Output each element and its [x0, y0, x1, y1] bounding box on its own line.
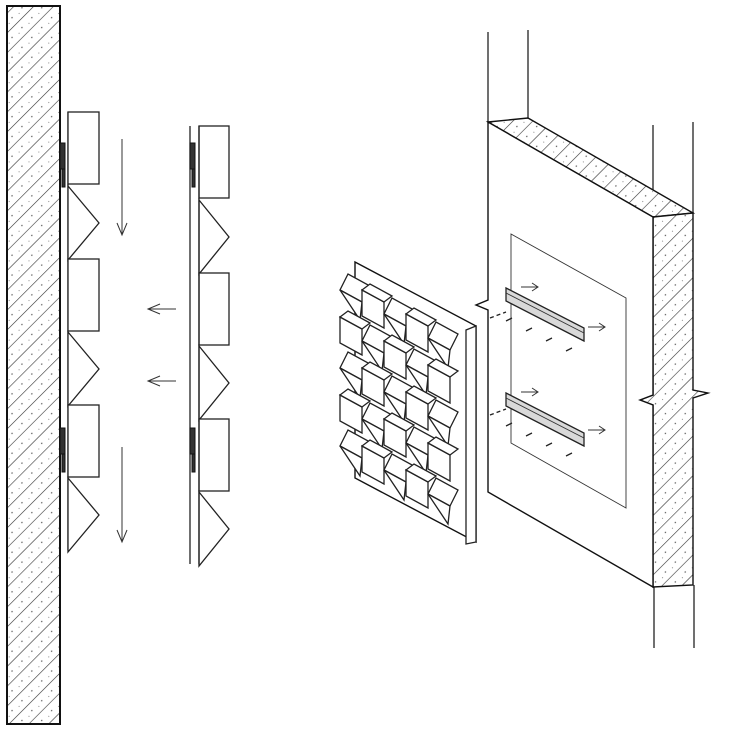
- panel-block-top: [404, 307, 438, 327]
- right-arrow-head: [531, 387, 539, 397]
- mounting-area-outline: [510, 233, 627, 509]
- panel-block: [198, 272, 230, 346]
- panel-wedge: [198, 344, 230, 422]
- panel-block: [67, 404, 100, 478]
- rail-edge: [505, 397, 585, 439]
- mounting-clip: [59, 142, 66, 170]
- mounted-panel-teeth: [67, 111, 100, 554]
- panel-block-top: [404, 385, 438, 405]
- panel-wedge: [198, 490, 230, 568]
- panel-block: [198, 418, 230, 492]
- screw: [525, 432, 533, 437]
- panel-pyramid-side: [361, 340, 385, 373]
- right-arrows: [521, 282, 606, 435]
- right-arrow-head: [598, 425, 606, 435]
- panel-pyramid-side: [339, 367, 363, 400]
- panel-pyramid-side: [427, 493, 451, 526]
- loose-panel-profile: [189, 125, 230, 568]
- down-arrow-head: [116, 529, 128, 544]
- panel-block-top: [360, 361, 394, 381]
- panel-block-top: [426, 358, 460, 378]
- panel-wedge: [198, 198, 230, 276]
- mounted-clips: [59, 142, 66, 473]
- mounting-rail: [505, 286, 585, 343]
- panel-wedge: [67, 184, 100, 262]
- panel-block-top: [426, 436, 460, 456]
- panel-wedge: [67, 476, 100, 554]
- iso-panel: [338, 260, 477, 545]
- panel-block: [67, 258, 100, 332]
- panel-pyramid-side: [383, 469, 407, 502]
- rail-edge: [505, 292, 585, 334]
- panel-pyramid-side: [361, 418, 385, 451]
- iso-wall: [474, 30, 711, 648]
- mounting-clip: [189, 427, 196, 455]
- panel-pyramid-side: [427, 415, 451, 448]
- loose-panel-teeth: [198, 125, 230, 568]
- mounted-panel-profile: [59, 111, 100, 554]
- screw: [525, 327, 533, 332]
- down-arrows: [116, 139, 128, 544]
- panel-pyramid-side: [427, 337, 451, 370]
- screw: [545, 337, 553, 342]
- panel-block-top: [382, 412, 416, 432]
- panel-side-edge: [465, 325, 477, 545]
- concrete-wall-hatch: [6, 5, 61, 725]
- panel-block-top: [360, 283, 394, 303]
- wall-front-face: [474, 120, 654, 589]
- panel-pyramid-side: [405, 442, 429, 475]
- mounting-rails: [489, 286, 585, 457]
- panel-pyramid-side: [383, 391, 407, 424]
- left-arrow-head: [146, 303, 161, 315]
- screw: [565, 452, 573, 457]
- mounting-clip: [61, 453, 66, 473]
- panel-block-top: [338, 310, 372, 330]
- left-wall-section: [6, 5, 61, 725]
- panel-block-top: [338, 388, 372, 408]
- panel-wedge: [67, 330, 100, 408]
- screw: [545, 442, 553, 447]
- screw: [505, 422, 513, 427]
- mounting-clip: [191, 168, 196, 188]
- mounting-clip: [59, 427, 66, 455]
- mounting-clip: [191, 453, 196, 473]
- mounting-clip: [189, 142, 196, 170]
- panel-pyramids: [338, 273, 460, 526]
- loose-clips: [189, 142, 196, 473]
- panel-pyramid-side: [339, 289, 363, 322]
- panel-block-top: [360, 439, 394, 459]
- panel-pyramid-side: [405, 364, 429, 397]
- panel-pyramid-side: [383, 313, 407, 346]
- leader-line: [489, 311, 507, 319]
- mounting-rail: [505, 391, 585, 448]
- left-arrow-head: [146, 375, 161, 387]
- left-arrows: [146, 303, 176, 387]
- panel-block-top: [382, 334, 416, 354]
- right-arrow-head: [598, 322, 606, 332]
- mounting-clip: [61, 168, 66, 188]
- panel-block-top: [404, 463, 438, 483]
- screw: [565, 347, 573, 352]
- screw: [505, 317, 513, 322]
- down-arrow-head: [116, 222, 128, 237]
- leader-line: [489, 408, 507, 416]
- panel-block: [67, 111, 100, 185]
- panel-block: [198, 125, 230, 199]
- panel-pyramid-side: [339, 445, 363, 478]
- right-arrow-head: [531, 282, 539, 292]
